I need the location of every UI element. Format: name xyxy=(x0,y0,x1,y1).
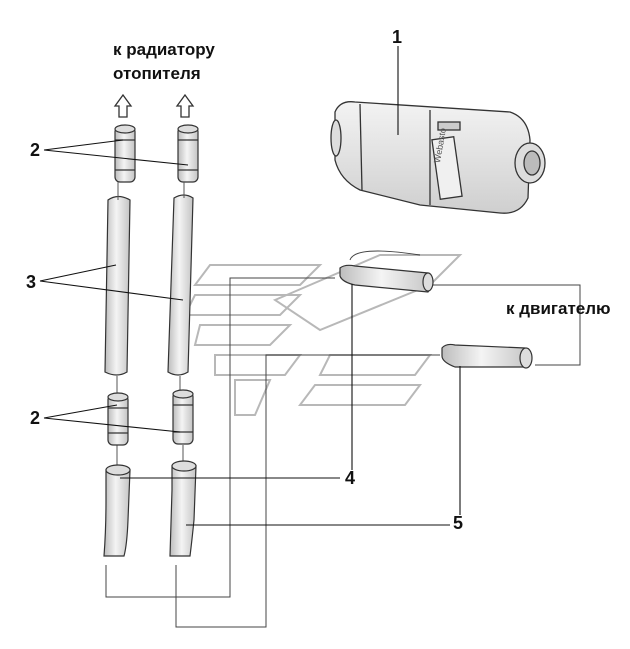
hose-lower-left xyxy=(103,464,131,557)
leader-lines xyxy=(39,46,461,526)
callout-heater-unit: 1 xyxy=(392,27,403,47)
connector-top-right xyxy=(177,124,199,183)
label-to-heater-line2: отопителя xyxy=(113,64,201,83)
hose-straight-right xyxy=(167,194,194,376)
heater-unit xyxy=(330,101,546,214)
callout-hose-bent: 4 xyxy=(345,468,356,488)
callout-connector-bottom: 2 xyxy=(30,408,41,428)
callout-hose-straight: 3 xyxy=(26,272,37,292)
hose-lower-right xyxy=(169,460,197,557)
label-to-engine: к двигателю xyxy=(506,299,611,318)
up-arrow-icon xyxy=(113,93,133,118)
connection-lines xyxy=(105,250,581,628)
label-to-heater-line1: к радиатору xyxy=(113,40,215,59)
hose-bent-lower xyxy=(441,343,533,369)
hose-bent-upper xyxy=(339,264,434,293)
hose-straight-left xyxy=(104,195,131,376)
up-arrow-icon xyxy=(175,93,195,118)
callout-hose-lower: 5 xyxy=(453,513,464,533)
guide-lines xyxy=(116,182,185,465)
connector-top-left xyxy=(114,124,136,183)
connector-bottom-left xyxy=(107,392,129,446)
connector-bottom-right xyxy=(172,389,194,445)
callout-connector-top: 2 xyxy=(30,140,41,160)
